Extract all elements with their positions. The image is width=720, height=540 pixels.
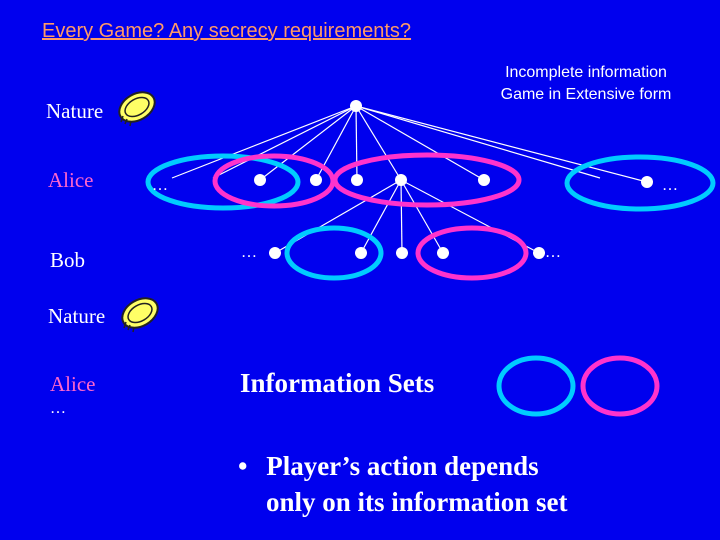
mid-edges [274,179,540,254]
tree-node [533,247,545,259]
bullet-point: • Player’s action depends only on its in… [238,448,658,520]
coin-icon [118,91,156,127]
coin-icon [121,297,159,333]
info-sets-heading: Information Sets [240,368,435,398]
info-set-magenta [332,152,522,208]
alice-label-bottom: Alice [50,372,96,396]
subtitle-line-2: Game in Extensive form [500,86,672,103]
root-edges [171,105,648,183]
bullet-marker: • [238,451,248,481]
tree-node [478,174,490,186]
tree-node [396,247,408,259]
root-node [350,100,362,112]
tree-node [351,174,363,186]
info-set-magenta [415,225,529,281]
tree-node [437,247,449,259]
bullet-line-2: only on its information set [266,487,568,517]
tree-node [395,174,407,186]
info-set-cyan [564,154,716,212]
slide-title: Every Game? Any secrecy requirements? [42,20,412,42]
info-set-cyan [284,225,384,281]
bob-label: Bob [50,248,86,272]
slide-subtitle: Incomplete information Game in Extensive… [470,62,702,106]
bullet-line-1: Player’s action depends [266,451,539,481]
legend-info-set-magenta [580,355,660,417]
subtitle-line-1: Incomplete information [505,64,667,81]
info-set-cyan [145,153,301,211]
tree-node [254,174,266,186]
nature-label-top: Nature [46,99,104,123]
tree-node [355,247,367,259]
legend-info-set-cyan [496,355,576,417]
tree-node [310,174,322,186]
ellipsis-bob-right: … [545,244,561,261]
tree-node [269,247,281,259]
tree-nodes [254,100,653,259]
ellipsis-bottom: … [50,400,66,417]
ellipsis-bob-left: … [241,244,257,261]
ellipsis-alice-right: … [662,177,678,194]
nature-label-bottom: Nature [48,304,106,328]
alice-label-top: Alice [48,168,94,192]
tree-node [641,176,653,188]
ellipsis-alice-left: … [152,177,168,194]
